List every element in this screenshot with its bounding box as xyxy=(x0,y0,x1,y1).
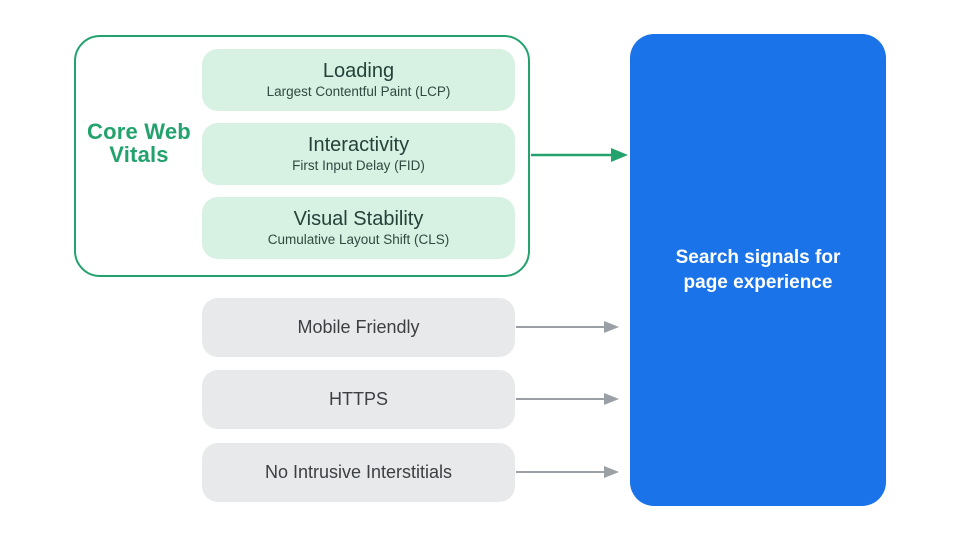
vital-title-loading: Loading xyxy=(322,60,395,82)
search-signals-label: Search signals for page experience xyxy=(675,247,841,293)
signal-label-no-intrusive-interstitials: No Intrusive Interstitials xyxy=(264,462,453,482)
arrow-no-intrusive-interstitials xyxy=(516,466,619,478)
vital-subtitle-fid: First Input Delay (FID) xyxy=(292,158,425,173)
vital-title-interactivity: Interactivity xyxy=(307,134,410,156)
signal-pill-no-intrusive-interstitials: No Intrusive Interstitials xyxy=(202,443,515,502)
signal-label-https: HTTPS xyxy=(328,389,388,409)
vital-subtitle-lcp: Largest Contentful Paint (LCP) xyxy=(266,84,451,99)
signal-label-mobile-friendly: Mobile Friendly xyxy=(297,317,420,337)
signal-pill-mobile-friendly: Mobile Friendly xyxy=(202,298,515,357)
search-signals-box: Search signals for page experience xyxy=(630,34,886,506)
core-web-vitals-label: Core Web Vitals xyxy=(87,119,191,167)
vital-pill-interactivity: Interactivity First Input Delay (FID) xyxy=(202,123,515,185)
arrow-https xyxy=(516,393,619,405)
vital-pill-loading: Loading Largest Contentful Paint (LCP) xyxy=(202,49,515,111)
arrow-mobile-friendly xyxy=(516,321,619,333)
vital-subtitle-cls: Cumulative Layout Shift (CLS) xyxy=(267,232,450,247)
signal-pill-https: HTTPS xyxy=(202,370,515,429)
vital-pill-visual-stability: Visual Stability Cumulative Layout Shift… xyxy=(202,197,515,259)
arrow-core-web-vitals xyxy=(531,148,628,162)
vital-title-visual-stability: Visual Stability xyxy=(293,208,424,230)
